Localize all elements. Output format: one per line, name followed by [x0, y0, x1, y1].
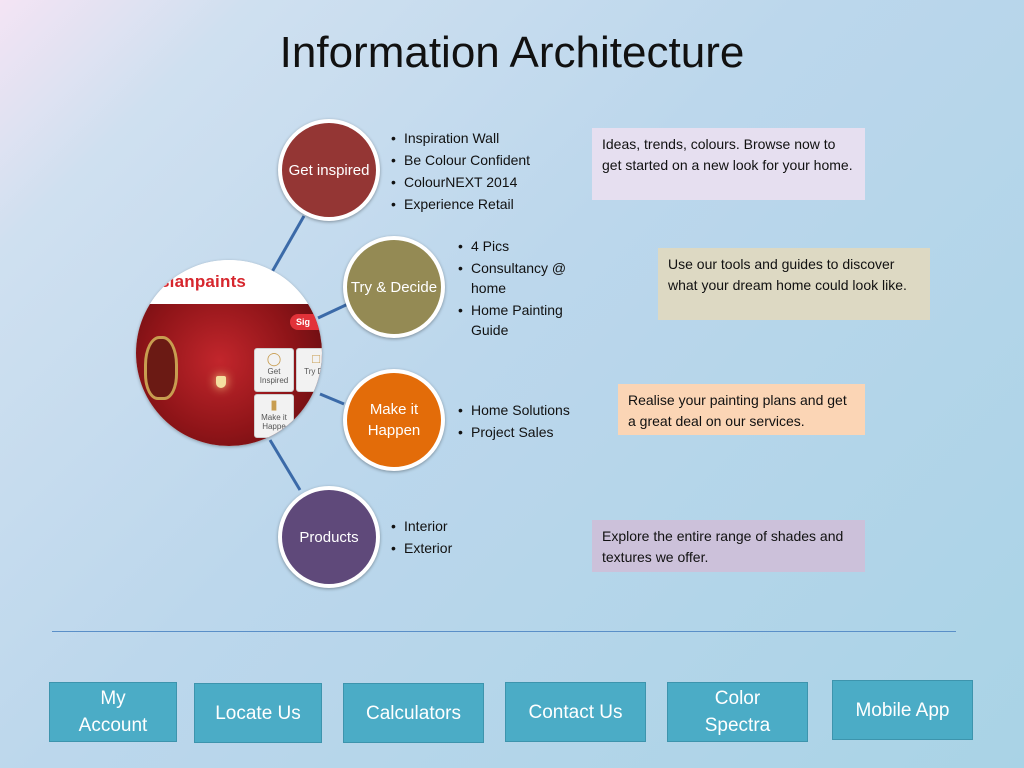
node-try-decide: Try & Decide [343, 236, 445, 338]
node-label: Products [299, 528, 359, 546]
bullet-item: Project Sales [458, 422, 598, 442]
connector-products [268, 439, 302, 491]
bullet-item: ColourNEXT 2014 [391, 172, 571, 192]
nav-locate-us-button[interactable]: Locate Us [194, 683, 322, 743]
hub-header-band [136, 260, 322, 304]
nav-button-label: My Account [78, 688, 148, 736]
hub-tile-get-inspired: ◯ Get Inspired [254, 348, 294, 392]
bullet-item: Consultancy @ home [458, 258, 588, 298]
bullets-get-inspired: Inspiration Wall Be Colour Confident Col… [391, 128, 571, 216]
bullet-item: Interior [391, 516, 511, 536]
nav-button-label: Color Spectra [704, 688, 771, 736]
brand-logo: sianpaints [160, 272, 247, 291]
node-get-inspired: Get inspired [278, 119, 380, 221]
hub-tag: Sig [290, 314, 322, 330]
node-products: Products [278, 486, 380, 588]
divider-line [52, 631, 956, 632]
nav-calculators-button[interactable]: Calculators [343, 683, 484, 743]
bullet-item: Exterior [391, 538, 511, 558]
description-get-inspired: Ideas, trends, colours. Browse now to ge… [592, 128, 865, 200]
lightbulb-icon: ◯ [266, 351, 282, 366]
mirror-image [144, 336, 178, 400]
building-icon: ▮ [270, 397, 278, 412]
nav-button-label: Mobile App [855, 699, 950, 721]
node-make-it-happen: Make it Happen [343, 369, 445, 471]
description-products: Explore the entire range of shades and t… [592, 520, 865, 572]
app-screenshot-hub: sianpaints Sig ◯ Get Inspired □ Try De ▮… [136, 260, 322, 446]
node-label: Get inspired [288, 161, 370, 179]
nav-button-label: Calculators [365, 702, 462, 724]
nav-button-label: Locate Us [215, 702, 301, 724]
description-make-it-happen: Realise your painting plans and get a gr… [618, 384, 865, 435]
hub-tile-make-it-happen: ▮ Make it Happe [254, 394, 294, 438]
nav-my-account-button[interactable]: My Account [49, 682, 177, 742]
bullet-item: Home Painting Guide [458, 300, 588, 340]
node-label: Try & Decide [350, 278, 438, 296]
node-label: Make it Happen [367, 401, 421, 439]
hub-tile-label: Try De [304, 367, 322, 376]
bullets-try-decide: 4 Pics Consultancy @ home Home Painting … [458, 236, 588, 342]
hub-tile-try-decide: □ Try De [296, 348, 322, 392]
nav-button-label: Contact Us [528, 701, 623, 723]
bullet-item: Experience Retail [391, 194, 571, 214]
bullet-item: Be Colour Confident [391, 150, 571, 170]
bullet-item: Home Solutions [458, 400, 598, 420]
bullet-item: Inspiration Wall [391, 128, 571, 148]
connector-make-it-happen [319, 392, 345, 406]
page-title: Information Architecture [279, 28, 745, 77]
nav-color-spectra-button[interactable]: Color Spectra [667, 682, 808, 742]
bullets-products: Interior Exterior [391, 516, 511, 560]
bullet-item: 4 Pics [458, 236, 588, 256]
connector-try-decide [317, 302, 349, 320]
hub-tile-label: Make it Happe [261, 413, 287, 431]
nav-contact-us-button[interactable]: Contact Us [505, 682, 646, 742]
wall-lamp-icon [216, 376, 226, 388]
hub-tile-label: Get Inspired [259, 367, 289, 385]
bullets-make-it-happen: Home Solutions Project Sales [458, 400, 598, 444]
nav-mobile-app-button[interactable]: Mobile App [832, 680, 973, 740]
description-try-decide: Use our tools and guides to discover wha… [658, 248, 930, 320]
paint-roller-icon: □ [312, 351, 320, 366]
